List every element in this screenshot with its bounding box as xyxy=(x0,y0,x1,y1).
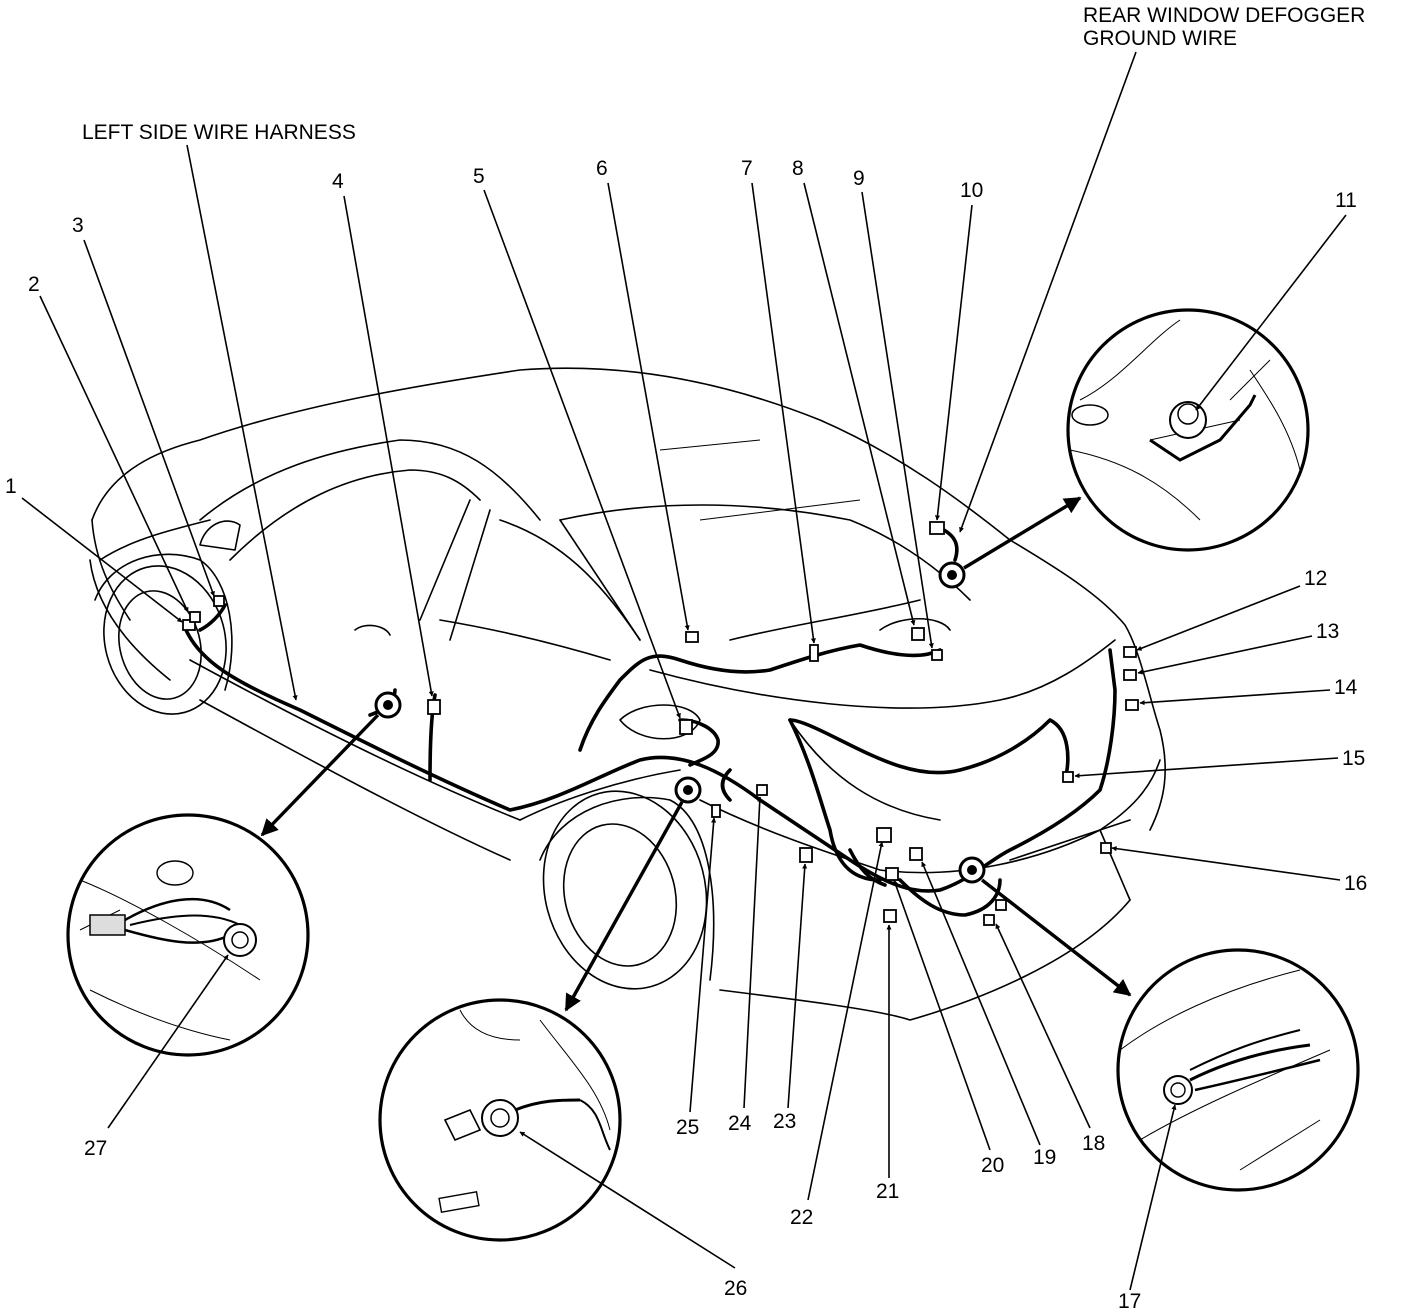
number-2: 2 xyxy=(28,273,40,296)
detail-arrows xyxy=(260,496,1132,1012)
number-6: 6 xyxy=(596,157,608,180)
leader-lines xyxy=(21,51,1347,1291)
number-10: 10 xyxy=(960,179,983,202)
callout-labels: LEFT SIDE WIRE HARNESS REAR WINDOW DEFOG… xyxy=(82,4,1365,144)
number-1: 1 xyxy=(5,475,17,498)
number-27: 27 xyxy=(84,1137,107,1160)
number-5: 5 xyxy=(473,165,485,188)
number-16: 16 xyxy=(1344,872,1367,895)
detail-circle-17 xyxy=(1116,948,1360,1192)
wire-harness xyxy=(184,526,1117,917)
detail-circle-27 xyxy=(66,813,310,1057)
number-26: 26 xyxy=(724,1277,747,1300)
car-grommets xyxy=(374,561,986,884)
number-18: 18 xyxy=(1082,1132,1105,1155)
detail-circle-26 xyxy=(378,998,622,1242)
number-11: 11 xyxy=(1335,189,1357,212)
defogger-label-line2: GROUND WIRE xyxy=(1083,27,1237,50)
defogger-label-line1: REAR WINDOW DEFOGGER xyxy=(1083,4,1365,27)
number-14: 14 xyxy=(1334,676,1358,699)
number-12: 12 xyxy=(1304,567,1327,590)
number-17: 17 xyxy=(1118,1290,1141,1313)
number-25: 25 xyxy=(676,1116,699,1139)
detail-circle-11 xyxy=(1066,308,1310,552)
number-4: 4 xyxy=(332,170,344,193)
number-23: 23 xyxy=(773,1110,796,1133)
number-20: 20 xyxy=(981,1154,1004,1177)
number-19: 19 xyxy=(1033,1146,1056,1169)
harness-label: LEFT SIDE WIRE HARNESS xyxy=(82,121,356,144)
number-21: 21 xyxy=(876,1180,899,1203)
number-13: 13 xyxy=(1316,620,1339,643)
number-9: 9 xyxy=(853,167,865,190)
number-7: 7 xyxy=(741,157,753,180)
number-8: 8 xyxy=(792,157,804,180)
number-3: 3 xyxy=(72,214,84,237)
number-24: 24 xyxy=(728,1112,752,1135)
number-15: 15 xyxy=(1342,747,1365,770)
part-numbers: 1 2 3 4 5 6 7 8 9 10 11 12 13 14 15 16 1… xyxy=(5,157,1367,1313)
car-body xyxy=(89,367,1166,1021)
number-22: 22 xyxy=(790,1206,813,1229)
connectors xyxy=(182,521,1139,926)
